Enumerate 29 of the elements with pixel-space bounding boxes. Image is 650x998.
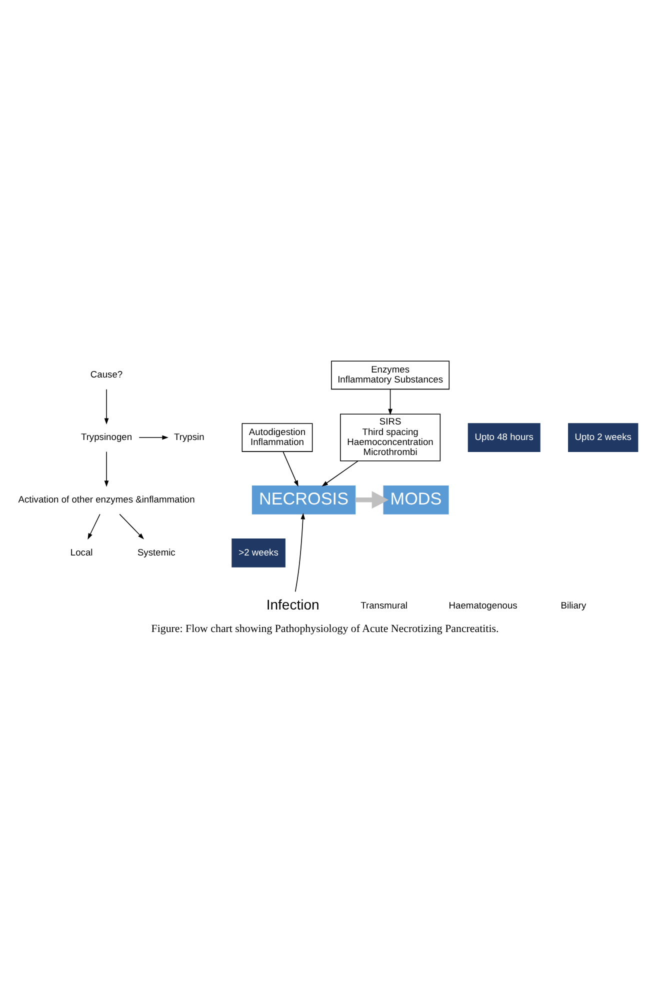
node-text: Activation of other enzymes &inflammation [18, 494, 195, 504]
node-text: Systemic [137, 546, 176, 557]
arrow [294, 512, 306, 592]
node-text: Infection [266, 596, 320, 612]
arrow [282, 450, 298, 486]
node-box: Upto 48 hours [468, 422, 540, 452]
node-text: Local [70, 546, 93, 557]
arrow [322, 460, 358, 486]
node-text: Cause? [90, 369, 123, 380]
arrow [388, 388, 392, 415]
label: Haematogenous [448, 600, 518, 610]
arrow [104, 388, 109, 424]
node-box: Autodigestion Inflammation [242, 422, 313, 452]
arrow [104, 450, 109, 486]
caption: Figure: Flow chart showing Pathophysiology of Acute Necrotizing Pancreatitis. [151, 622, 499, 634]
label: Biliary [560, 600, 586, 610]
arrow [119, 513, 144, 539]
arrow [88, 513, 100, 540]
node-text: Trypsin [174, 431, 204, 442]
node-box: >2 weeks [232, 538, 286, 567]
node-box: MODS [383, 484, 449, 514]
node-box: SIRS Third spacing Haemoconcentration Microthrombi [340, 413, 441, 461]
node-box: NECROSIS [252, 484, 356, 514]
node-box: Upto 2 weeks [568, 422, 638, 452]
node-text: Trypsinogen [80, 431, 132, 442]
arrow [138, 434, 168, 440]
label: Transmural [360, 600, 408, 610]
node-box: Enzymes Inflammatory Substances [331, 360, 450, 390]
arrow [355, 490, 389, 508]
